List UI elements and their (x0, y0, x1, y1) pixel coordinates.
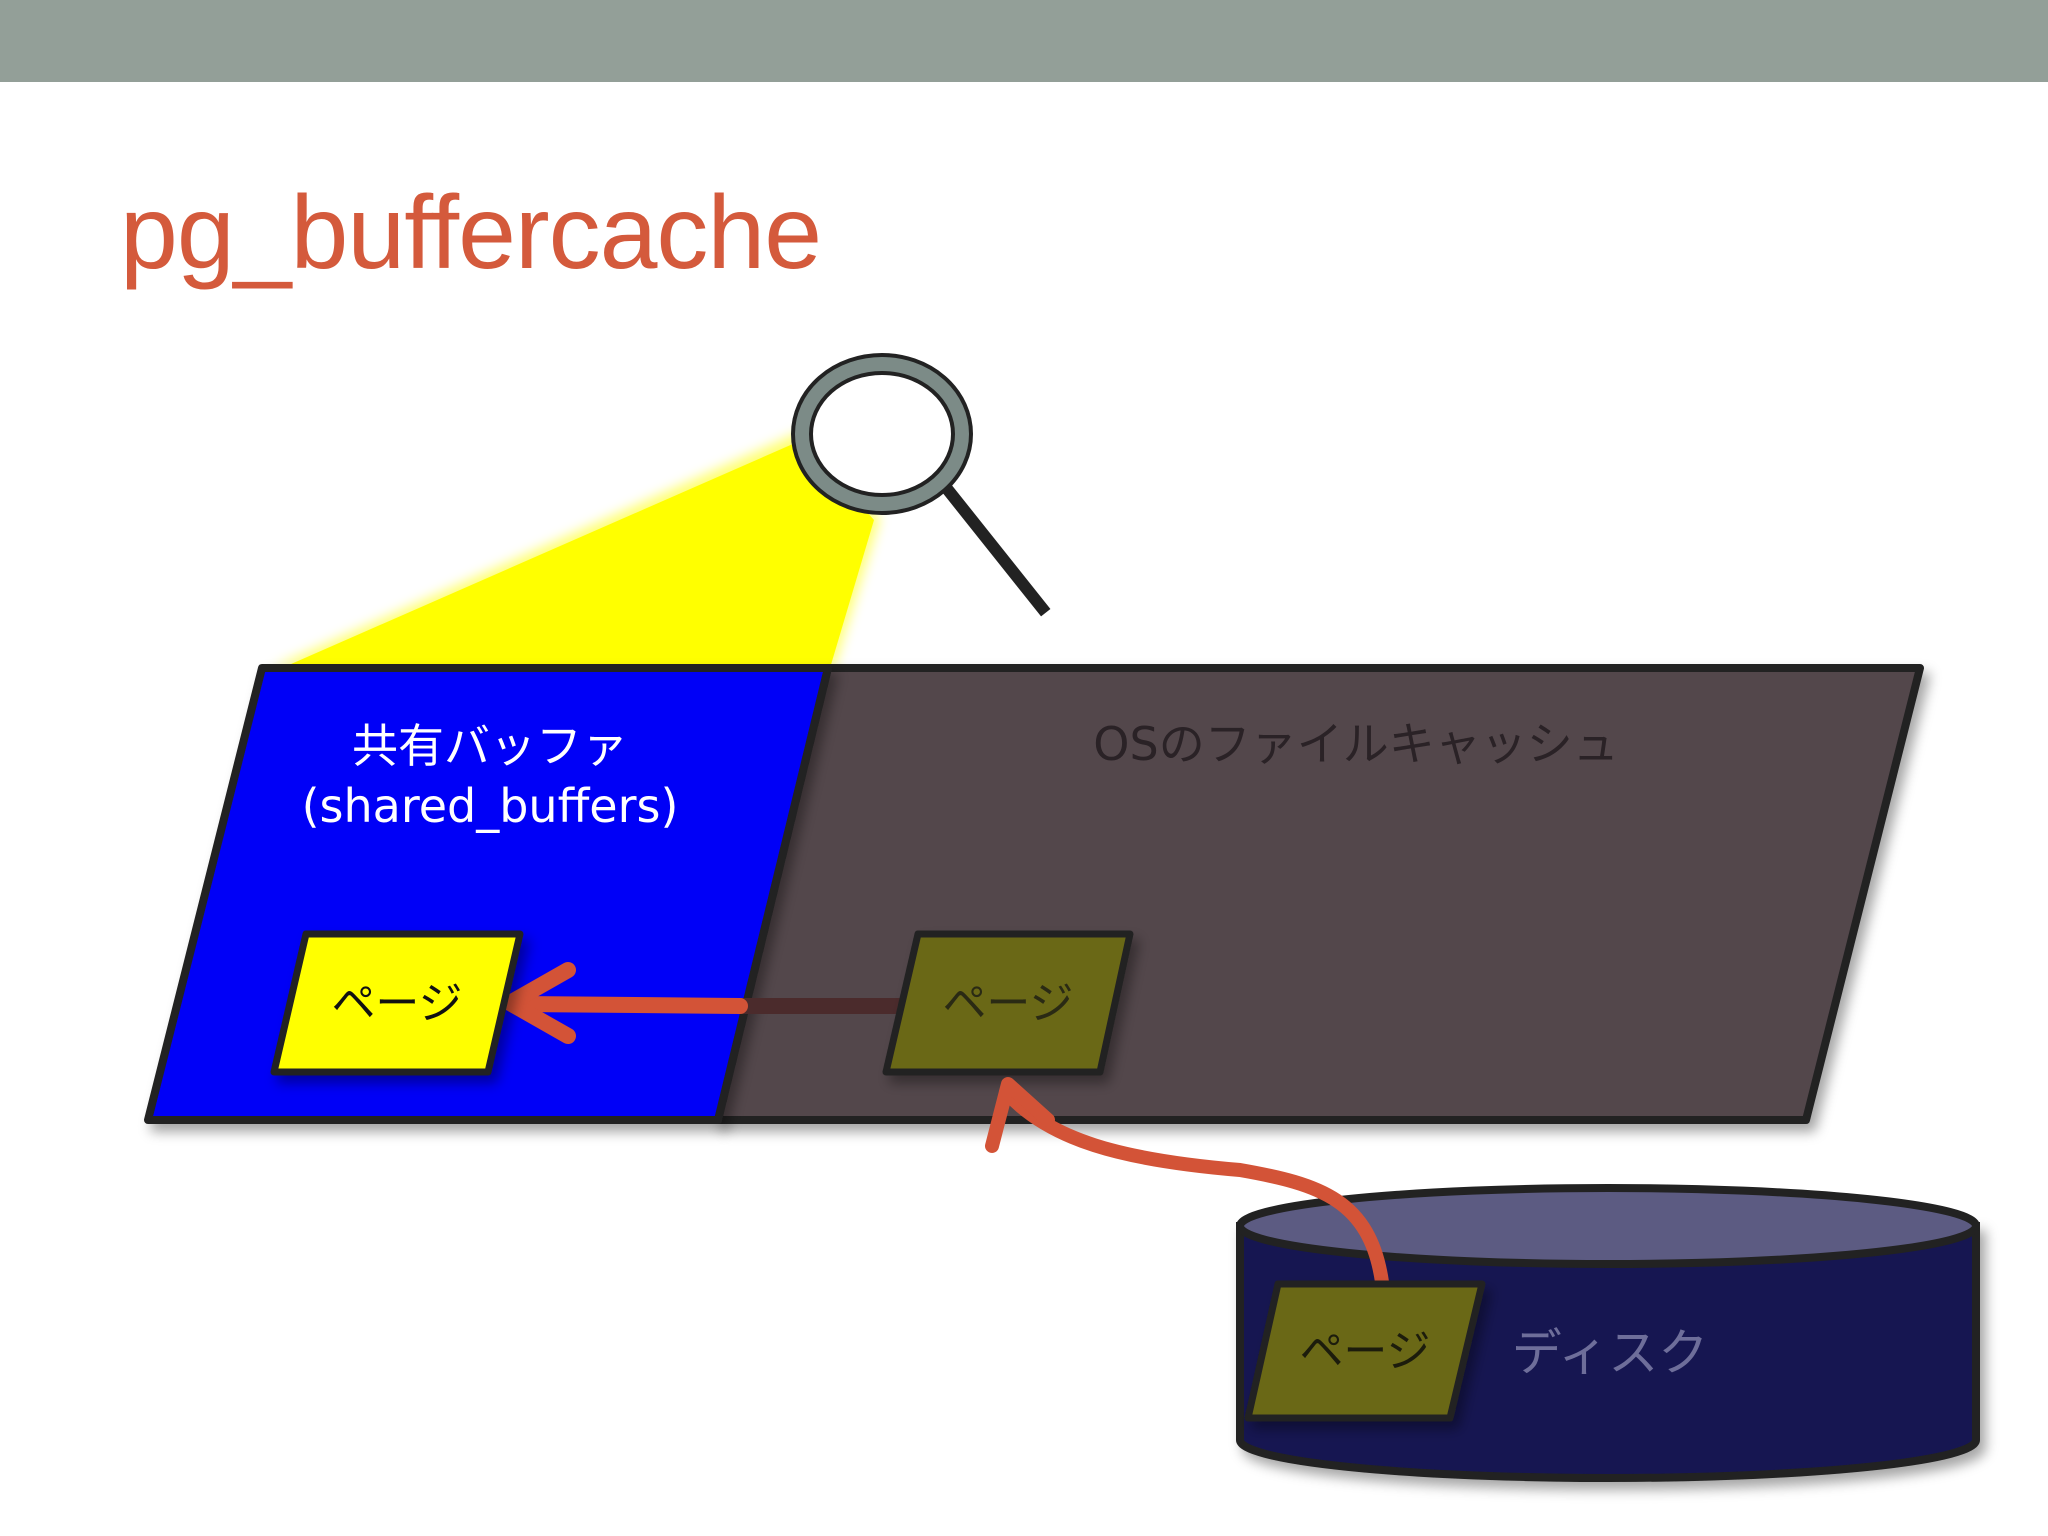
arrow-os-to-shared (502, 962, 902, 1044)
arrow-disk-to-os (985, 1077, 1389, 1289)
slide-title: pg_buffercache (120, 175, 822, 291)
page-os-cache-label: ページ (942, 978, 1073, 1029)
shared-buffers-label: 共有バッファ (352, 719, 628, 773)
page-disk: ページ (1244, 1280, 1486, 1422)
top-bar (0, 0, 2048, 82)
page-shared-buffers: ページ (270, 930, 524, 1076)
spotlight (272, 432, 880, 668)
os-file-cache-label: OSのファイルキャッシュ (1093, 717, 1618, 771)
page-disk-label: ページ (1299, 1326, 1430, 1377)
shared-buffers-sublabel: (shared_buffers) (302, 779, 679, 833)
page-os-cache: ページ (882, 930, 1134, 1076)
magnifier-icon (791, 353, 1051, 617)
disk-label: ディスク (1512, 1324, 1709, 1382)
page-shared-buffers-label: ページ (331, 978, 462, 1029)
